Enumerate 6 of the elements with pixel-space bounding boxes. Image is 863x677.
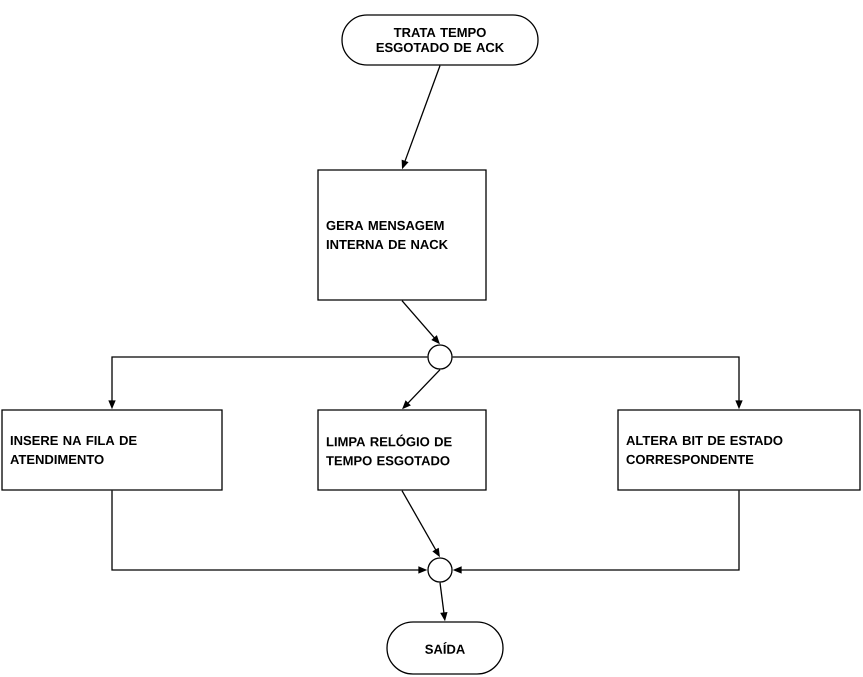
junction-circle — [427, 557, 453, 583]
process-box: GERA MENSAGEM INTERNA DE NACK — [317, 169, 487, 301]
process-box: INSERE NA FILA DE ATENDIMENTO — [1, 409, 223, 491]
junction-circle — [427, 344, 453, 370]
process-box: LIMPA RELÓGIO DE TEMPO ESGOTADO — [317, 409, 487, 491]
process-box: ALTERA BIT DE ESTADO CORRESPONDENTE — [617, 409, 861, 491]
